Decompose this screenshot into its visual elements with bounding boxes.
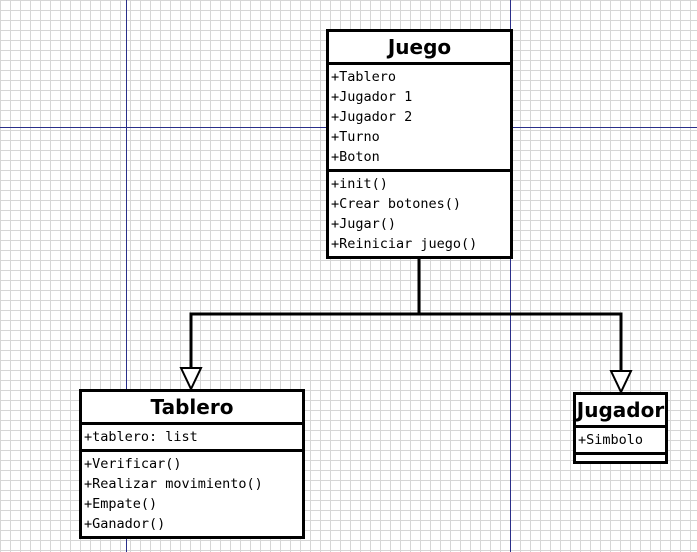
- generalization-arrow-jugador: [609, 370, 633, 395]
- class-juego-attributes: +Tablero +Jugador 1 +Jugador 2 +Turno +B…: [329, 65, 510, 172]
- class-tablero-methods: +Verificar() +Realizar movimiento() +Emp…: [82, 452, 302, 536]
- class-tablero[interactable]: Tablero +tablero: list +Verificar() +Rea…: [79, 389, 305, 539]
- class-jugador[interactable]: Jugador +Simbolo: [573, 392, 668, 464]
- method[interactable]: +Jugar(): [331, 216, 397, 232]
- method[interactable]: +init(): [331, 176, 388, 192]
- guide-line-vertical-2: [510, 0, 511, 552]
- connector-juego-jugador: [419, 312, 623, 371]
- method[interactable]: +Ganador(): [84, 516, 166, 532]
- class-tablero-attributes: +tablero: list: [82, 425, 302, 452]
- method[interactable]: +Reiniciar juego(): [331, 236, 478, 252]
- class-tablero-name: Tablero: [82, 392, 302, 425]
- attribute[interactable]: +Turno: [331, 129, 380, 145]
- method[interactable]: +Crear botones(): [331, 196, 462, 212]
- method[interactable]: +Verificar(): [84, 456, 182, 472]
- guide-line-vertical-1: [126, 0, 127, 552]
- attribute[interactable]: +tablero: list: [84, 429, 198, 445]
- connector-juego-tablero: [189, 256, 421, 368]
- class-jugador-attributes: +Simbolo: [576, 428, 665, 455]
- attribute[interactable]: +Boton: [331, 149, 380, 165]
- attribute[interactable]: +Tablero: [331, 69, 397, 85]
- generalization-arrow-tablero: [179, 367, 203, 392]
- method[interactable]: +Realizar movimiento(): [84, 476, 263, 492]
- attribute[interactable]: +Simbolo: [578, 432, 644, 448]
- class-juego-methods: +init() +Crear botones() +Jugar() +Reini…: [329, 172, 510, 256]
- attribute[interactable]: +Jugador 2: [331, 109, 413, 125]
- method[interactable]: +Empate(): [84, 496, 158, 512]
- attribute[interactable]: +Jugador 1: [331, 89, 413, 105]
- class-jugador-name: Jugador: [576, 395, 665, 428]
- class-juego-name: Juego: [329, 32, 510, 65]
- class-jugador-methods: [576, 455, 665, 461]
- class-juego[interactable]: Juego +Tablero +Jugador 1 +Jugador 2 +Tu…: [326, 29, 513, 259]
